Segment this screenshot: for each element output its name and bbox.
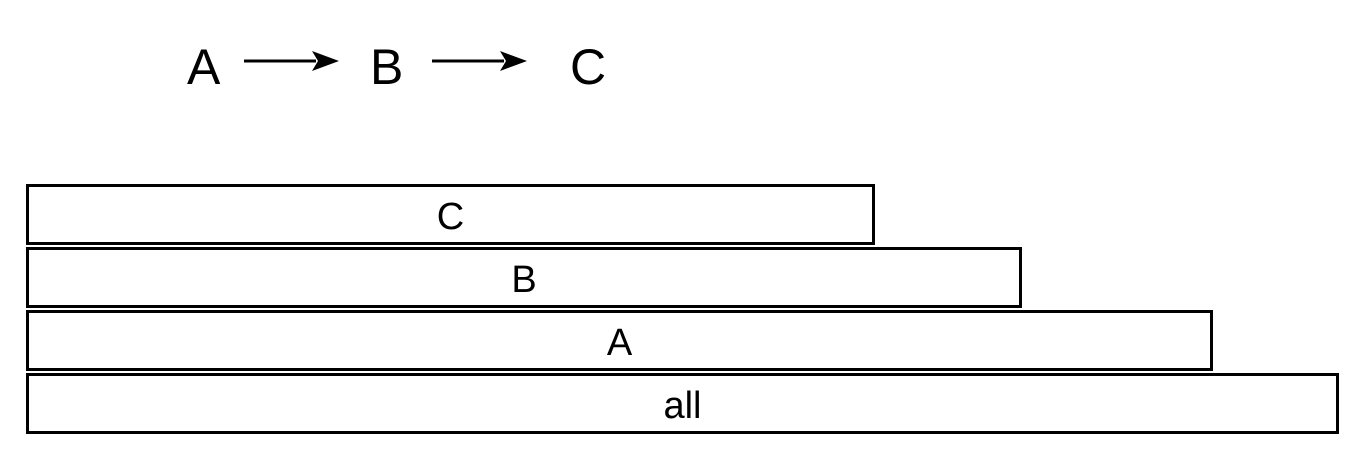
layer-box-all: all [26,373,1339,434]
layer-label: C [436,195,465,238]
layer-label: B [511,258,537,301]
arrow-icon [432,51,527,71]
chain-node-a: A [187,39,221,95]
chain-node-b: B [370,39,404,95]
layer-box-b: B [26,247,1022,308]
layer-box-c: C [26,184,875,245]
layer-box-a: A [26,310,1213,371]
chain-node-c: C [570,39,607,95]
arrow-icon [244,51,339,71]
layer-label: A [606,321,633,364]
layer-label: all [663,384,702,427]
